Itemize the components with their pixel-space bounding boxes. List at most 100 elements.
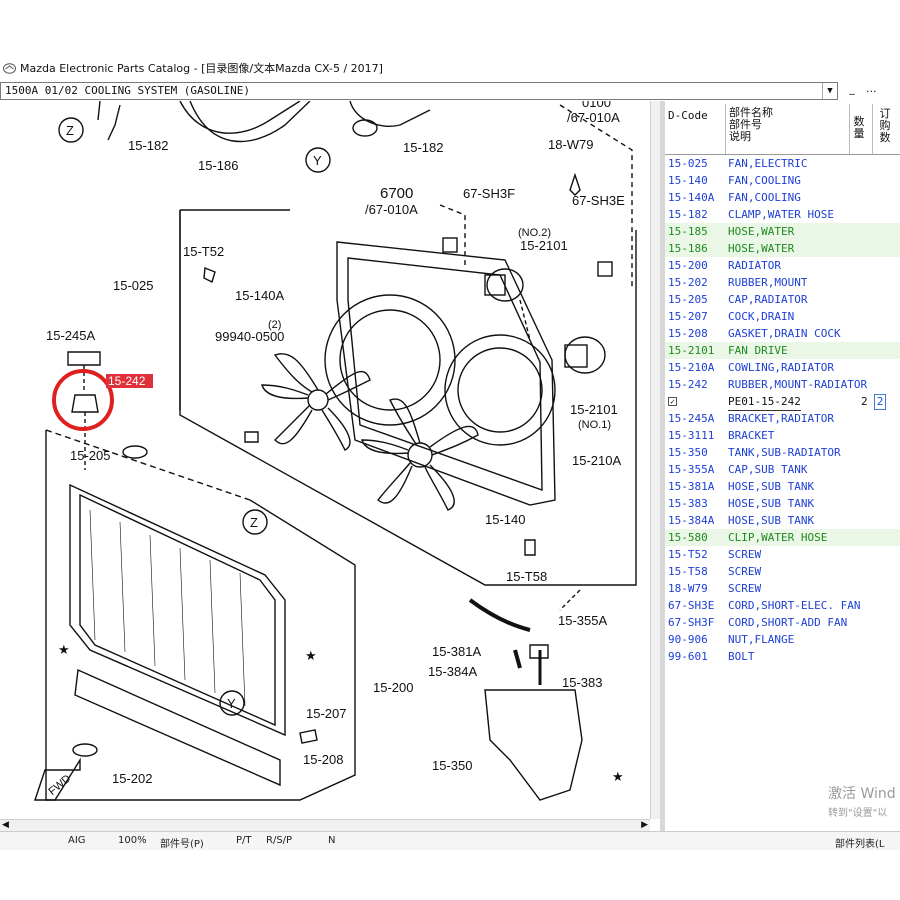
header-name: 部件名称 部件号 说明 (729, 107, 773, 143)
header-order-1: 订 (879, 107, 891, 120)
label-15-t52: 15-T52 (183, 244, 224, 259)
row-code: 15-202 (668, 276, 708, 289)
table-row[interactable]: 15-202 RUBBER,MOUNT (665, 274, 900, 291)
status-pt[interactable]: P/T (236, 835, 252, 846)
status-rsp[interactable]: R/S/P (266, 835, 293, 846)
label-15-025: 15-025 (113, 278, 153, 293)
row-code: 15-025 (668, 157, 708, 170)
header-name-3: 说明 (729, 130, 751, 143)
motor-no1 (564, 336, 606, 374)
section-select[interactable]: 1500A 01/02 COOLING SYSTEM (GASOLINE) ▼ (0, 82, 838, 100)
mazda-logo-icon (2, 61, 16, 75)
row-name: CAP,SUB TANK (728, 463, 808, 476)
cap-15-355a (529, 644, 549, 659)
status-zoom: 100% (118, 835, 147, 846)
header-name-1: 部件名称 (729, 106, 773, 119)
fan-opening-left (324, 294, 456, 426)
fan-15-140a (261, 353, 371, 451)
chevron-down-icon[interactable]: ▼ (822, 83, 837, 99)
label-15-t58: 15-T58 (506, 569, 547, 584)
row-code: 15-355A (668, 463, 715, 476)
more-button[interactable]: ... (866, 82, 877, 95)
scroll-left-icon[interactable]: ◀ (2, 820, 9, 830)
table-row[interactable]: 15-355A CAP,SUB TANK (665, 461, 900, 478)
status-n[interactable]: N (328, 835, 336, 846)
row-code: 15-207 (668, 310, 708, 323)
label-15-2101-a: 15-2101 (520, 238, 568, 253)
nut-99940 (244, 431, 259, 443)
diagram-labels: 15-182 15-186 15-182 0100 /67-010A 18-W7… (46, 101, 625, 798)
row-name: FAN,COOLING (728, 174, 801, 187)
label-15-208: 15-208 (303, 752, 343, 767)
minimize-button[interactable]: _ (849, 82, 855, 95)
label-y-top: Y (313, 153, 322, 168)
shroud-frame (336, 241, 556, 506)
screw-15-t58 (524, 539, 536, 556)
label-15-383: 15-383 (562, 675, 602, 690)
vertical-scrollbar[interactable] (650, 101, 661, 819)
label-15-205: 15-205 (70, 448, 110, 463)
label-15-2101-b: 15-2101 (570, 402, 618, 417)
diagram-svg: ★ ★ ★ 15-182 15-186 15-182 0100 /67-010A… (34, 101, 637, 801)
row-code: 15-3111 (668, 429, 715, 442)
label-99940: 99940-0500 (215, 329, 284, 344)
ref-y-low (219, 690, 245, 716)
row-name: SCREW (728, 582, 762, 595)
row-name: BOLT (728, 650, 755, 663)
horizontal-scrollbar[interactable]: ◀ ▶ (0, 819, 650, 832)
row-code: 99-601 (668, 650, 708, 663)
fan-assembly-box (179, 210, 637, 586)
row-name: GASKET,DRAIN COCK (728, 327, 841, 340)
table-row[interactable]: 99-601 BOLT (665, 648, 900, 665)
checkbox[interactable]: ✓ (668, 397, 677, 406)
label-15-140a: 15-140A (235, 288, 284, 303)
row-name: HOSE,SUB TANK (728, 514, 815, 527)
star-icon-left: ★ (58, 642, 70, 657)
order-qty-input[interactable]: 2 (874, 394, 886, 410)
row-name: RUBBER,MOUNT (728, 276, 808, 289)
status-partlist[interactable]: 部件列表(L (835, 839, 885, 850)
label-18-w79: 18-W79 (548, 137, 594, 152)
hose-15-384a (513, 649, 522, 669)
splitter[interactable] (660, 101, 665, 831)
row-name: HOSE,SUB TANK (728, 480, 815, 493)
star-icon-right: ★ (305, 648, 317, 663)
header-dcode: D-Code (668, 109, 708, 122)
row-code: 15-383 (668, 497, 708, 510)
row-code: 15-210A (668, 361, 715, 374)
label-67-010a: /67-010A (365, 202, 418, 217)
status-partno[interactable]: 部件号(P) (160, 839, 204, 850)
parts-diagram[interactable]: ★ ★ ★ 15-182 15-186 15-182 0100 /67-010A… (0, 101, 660, 819)
ref-z-mid (242, 509, 268, 535)
scroll-right-icon[interactable]: ▶ (641, 820, 648, 830)
rubber-15-242 (71, 394, 99, 413)
row-code: 67-SH3E (668, 599, 715, 612)
selected-part-row[interactable]: ✓ PE01-15-242 2 2 (665, 393, 900, 411)
